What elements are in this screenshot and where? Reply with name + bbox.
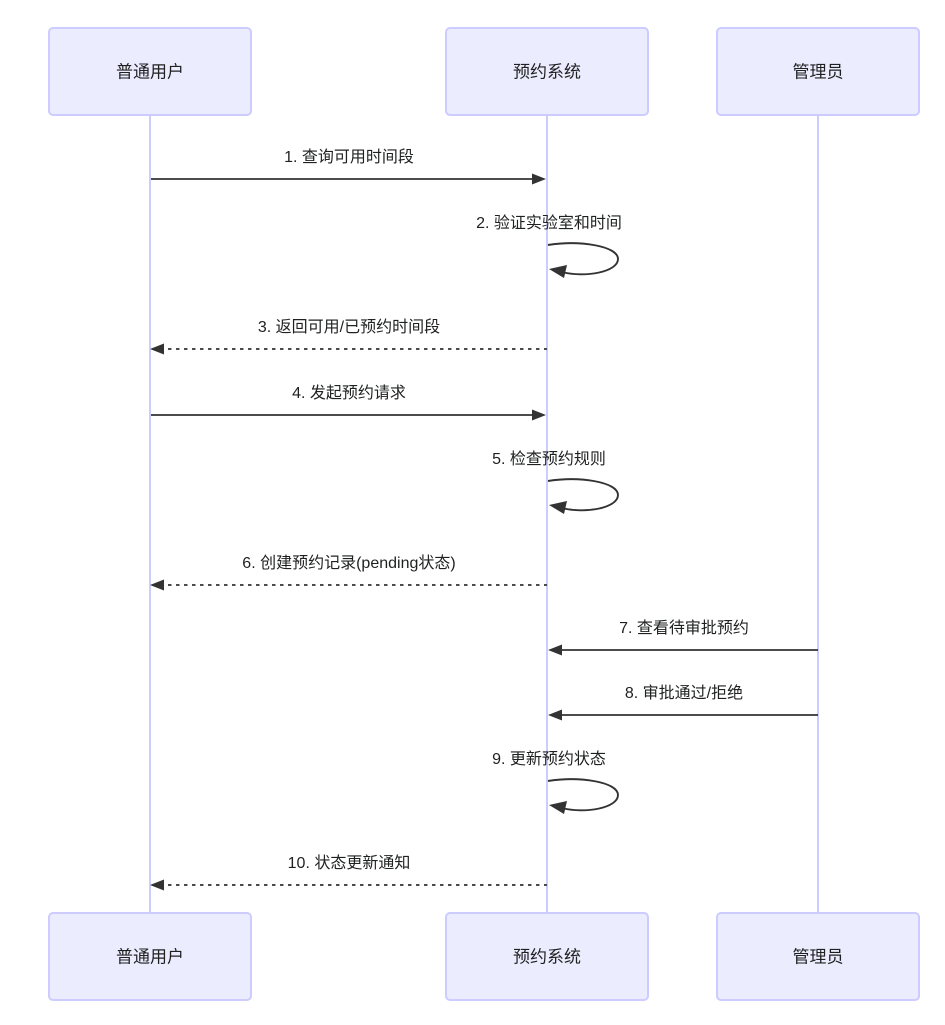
message-1-arrowhead (532, 173, 546, 185)
message-6-label: 6. 创建预约记录(pending状态) (242, 554, 455, 572)
actor-header-user[interactable]: 普通用户 (48, 27, 252, 116)
actor-box-user-bottom[interactable] (48, 912, 252, 1001)
message-8[interactable]: 8. 审批通过/拒绝 (548, 684, 818, 721)
message-5-arrowhead (549, 501, 567, 514)
actor-box-admin-bottom[interactable] (716, 912, 920, 1001)
message-4-arrowhead (532, 409, 546, 421)
actor-footer-system[interactable]: 预约系统 (445, 912, 649, 1001)
message-2-self-loop (547, 242, 619, 276)
message-3-label: 3. 返回可用/已预约时间段 (258, 318, 440, 336)
actor-box-system-bottom[interactable] (445, 912, 649, 1001)
message-5-self-loop (547, 478, 619, 512)
message-1[interactable]: 1. 查询可用时间段 (151, 148, 546, 185)
message-4[interactable]: 4. 发起预约请求 (151, 384, 546, 421)
message-1-label: 1. 查询可用时间段 (284, 148, 414, 166)
message-9-self-loop (547, 778, 619, 812)
actor-label-admin-bottom: 管理员 (793, 947, 844, 966)
actor-footer-user[interactable]: 普通用户 (48, 912, 252, 1001)
actor-box-admin-top[interactable] (716, 27, 920, 116)
message-7-label: 7. 查看待审批预约 (619, 619, 749, 637)
message-10-label: 10. 状态更新通知 (288, 854, 411, 872)
message-5-label: 5. 检查预约规则 (492, 450, 606, 468)
actor-box-system-top[interactable] (445, 27, 649, 116)
message-2-label: 2. 验证实验室和时间 (476, 214, 622, 232)
actor-label-system-bottom: 预约系统 (513, 947, 581, 966)
actor-box-user-top[interactable] (48, 27, 252, 116)
message-4-label: 4. 发起预约请求 (292, 384, 406, 402)
message-7-arrowhead (548, 644, 562, 656)
message-7[interactable]: 7. 查看待审批预约 (548, 619, 818, 656)
message-6-arrowhead (150, 579, 164, 591)
actor-footer-admin[interactable]: 管理员 (716, 912, 920, 1001)
actor-header-system[interactable]: 预约系统 (445, 27, 649, 116)
message-9-label: 9. 更新预约状态 (492, 750, 606, 768)
message-3-arrowhead (150, 343, 164, 355)
message-10-arrowhead (150, 879, 164, 891)
message-6[interactable]: 6. 创建预约记录(pending状态) (150, 554, 547, 591)
message-2[interactable]: 2. 验证实验室和时间 (476, 214, 622, 278)
actor-label-user-top: 普通用户 (116, 62, 184, 81)
lifelines (149, 115, 819, 912)
message-8-label: 8. 审批通过/拒绝 (625, 684, 743, 702)
message-2-arrowhead (549, 265, 567, 278)
message-8-arrowhead (548, 709, 562, 721)
actor-label-system-top: 预约系统 (513, 62, 581, 81)
message-9-arrowhead (549, 801, 567, 814)
actor-label-user-bottom: 普通用户 (116, 947, 184, 966)
actor-label-admin-top: 管理员 (793, 62, 844, 81)
message-9[interactable]: 9. 更新预约状态 (492, 750, 619, 814)
message-5[interactable]: 5. 检查预约规则 (492, 450, 619, 514)
message-3[interactable]: 3. 返回可用/已预约时间段 (150, 318, 547, 355)
actor-header-admin[interactable]: 管理员 (716, 27, 920, 116)
message-10[interactable]: 10. 状态更新通知 (150, 854, 547, 891)
